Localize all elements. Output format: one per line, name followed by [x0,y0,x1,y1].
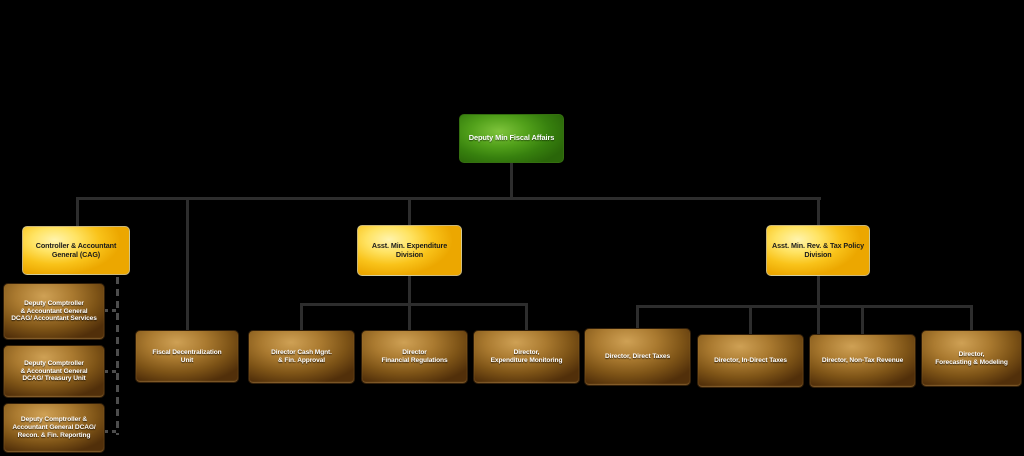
dashed-connector-line [116,277,119,435]
connector-line [300,305,303,330]
org-node-asst-min-rev-tax-policy-division: Asst. Min. Rev. & Tax Policy Division [766,225,870,276]
org-node-director-direct-taxes: Director, Direct Taxes [584,328,691,386]
org-node-director-forecasting-modeling: Director, Forecasting & Modeling [921,330,1022,387]
connector-line [525,305,528,330]
org-node-director-financial-regulations: Director Financial Regulations [361,330,468,384]
dashed-connector-line [103,370,116,373]
connector-line [76,199,79,226]
connector-line [817,199,820,225]
connector-line [408,199,411,225]
connector-line [186,199,189,330]
connector-line [636,307,639,328]
connector-line [970,307,973,330]
org-node-dcag-recon-fin-reporting: Deputy Comptroller & Accountant General … [3,403,105,453]
dashed-connector-line [103,430,116,433]
dashed-connector-line [103,309,116,312]
connector-line [861,307,864,334]
org-node-fiscal-decentralization-unit: Fiscal Decentralization Unit [135,330,239,383]
org-node-director-non-tax-revenue: Director, Non-Tax Revenue [809,334,916,388]
org-node-controller-accountant-general: Controller & Accountant General (CAG) [22,226,130,275]
connector-line [510,163,513,200]
org-node-director-expenditure-monitoring: Director, Expenditure Monitoring [473,330,580,384]
connector-line [300,303,528,306]
connector-line [76,197,821,200]
org-node-director-cash-mgnt-fin-approval: Director Cash Mgnt. & Fin. Approval [248,330,355,384]
org-node-dcag-accountant-services: Deputy Comptroller & Accountant General … [3,283,105,340]
connector-line [636,305,973,308]
connector-line [749,307,752,334]
org-node-asst-min-expenditure-division: Asst. Min. Expenditure Division [357,225,462,276]
org-node-dcag-treasury-unit: Deputy Comptroller & Accountant General … [3,345,105,398]
org-node-director-indirect-taxes: Director, In-Direct Taxes [697,334,804,388]
org-node-deputy-min-fiscal-affairs: Deputy Min Fiscal Affairs [459,114,564,163]
